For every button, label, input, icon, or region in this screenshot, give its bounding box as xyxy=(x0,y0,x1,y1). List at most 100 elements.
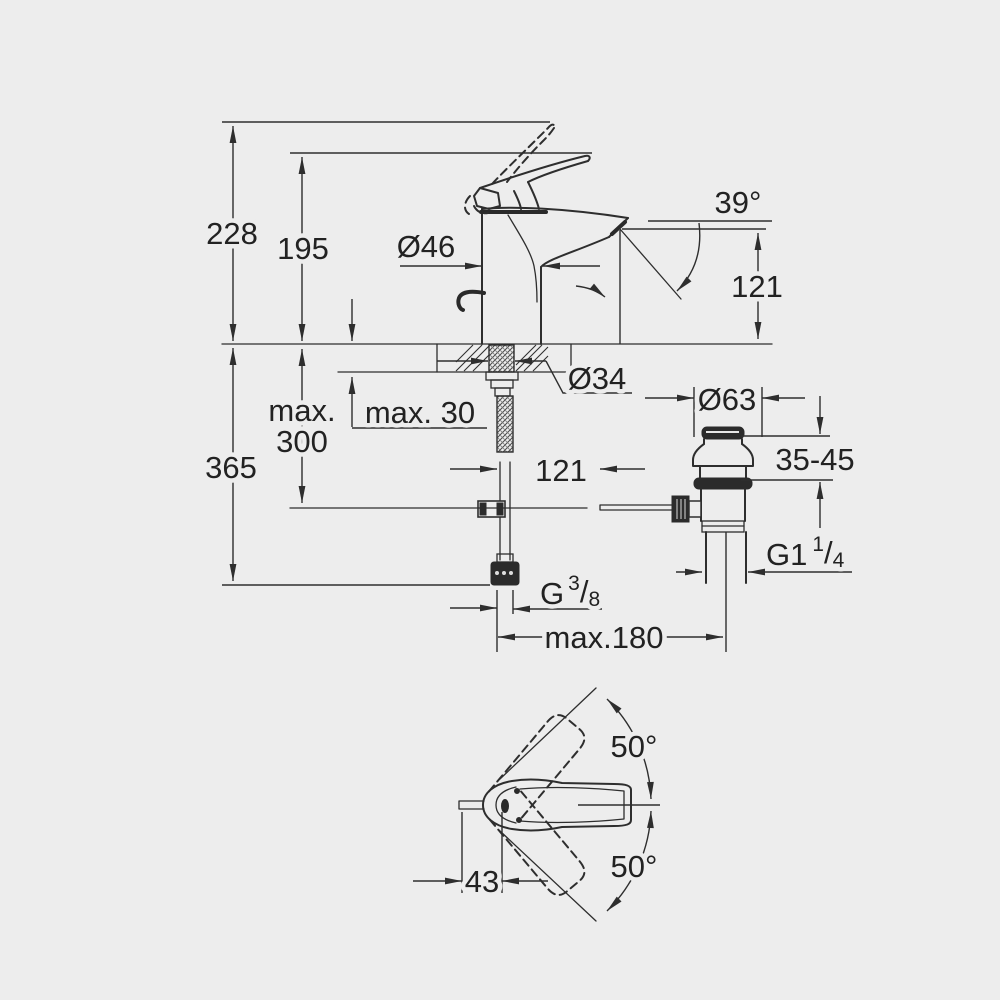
top-view: 50° 50° 43 xyxy=(413,687,662,922)
cap-dot-top xyxy=(514,788,520,794)
spout-inner-contour xyxy=(507,214,538,303)
pivot-pin xyxy=(501,799,509,813)
rod-clamp-screw-right xyxy=(496,502,504,516)
waste-flange xyxy=(692,443,754,467)
dim-43-label: 43 xyxy=(465,864,499,899)
dim-hose-length: 365 xyxy=(201,348,490,586)
dim-hole-diameter: Ø34 xyxy=(437,357,632,401)
mounting-nut xyxy=(490,379,514,389)
handle-cap-arc xyxy=(495,786,517,824)
lever-handle xyxy=(473,154,591,210)
ray-up xyxy=(499,687,597,780)
flange-step xyxy=(699,465,747,479)
dim-clamp-range: 35-45 xyxy=(741,396,859,528)
dim-d46-label: Ø46 xyxy=(397,229,456,264)
drain-assembly xyxy=(671,426,754,652)
ext-lines xyxy=(496,590,514,652)
dim-swivel-up: 50° xyxy=(606,698,662,800)
raised-lever-top xyxy=(491,123,556,185)
ray-down xyxy=(499,830,597,922)
handle-top-view xyxy=(458,778,660,832)
spout-underside xyxy=(540,236,610,268)
dim-365-label: 365 xyxy=(205,450,257,485)
g38-sup: 3 xyxy=(568,572,580,595)
flow-direction-arrow xyxy=(575,283,606,298)
waste-body xyxy=(700,488,746,522)
countertop-section xyxy=(221,343,773,373)
dim-max180-label: max.180 xyxy=(545,620,664,655)
mounting-washer xyxy=(485,371,519,381)
dim-max-rod-length: max. 300 xyxy=(264,349,340,503)
lever-top-edge xyxy=(479,154,591,189)
lever-neck-back xyxy=(513,190,522,210)
mounting-hardware xyxy=(477,344,520,586)
rod-clamp-screw-left xyxy=(479,502,487,516)
lever-bottom-edge xyxy=(527,160,589,183)
lever-handle-raised xyxy=(464,123,556,215)
dim-rod-to-center: 43 xyxy=(413,812,548,904)
raised-lever-bottom xyxy=(506,127,555,183)
arc-down xyxy=(606,810,654,912)
dim-spout-angle: 39° xyxy=(619,181,772,300)
dim-121-rod-label: 121 xyxy=(535,453,587,488)
rod-knob-knurl xyxy=(676,499,686,519)
lever-pivot-body xyxy=(473,187,501,210)
dim-max300-label-line1: max. xyxy=(268,393,335,428)
dim-body-height: 195 xyxy=(273,152,592,341)
lever-neck-front xyxy=(527,181,540,210)
dim-max300-label-line2: 300 xyxy=(276,424,328,459)
aerator xyxy=(610,220,627,236)
mounting-nut-2 xyxy=(494,387,511,397)
flexible-hose-braided xyxy=(496,395,514,453)
counter-hatching xyxy=(455,344,549,372)
dim-121-height-label: 121 xyxy=(731,269,783,304)
dim-waste-flange: Ø63 xyxy=(645,378,805,437)
g114-sub: 4 xyxy=(833,549,845,572)
cap-dot-bottom xyxy=(516,817,522,823)
counter-end-ticks xyxy=(436,343,572,373)
plug-neck xyxy=(703,438,743,445)
handle-down-outline xyxy=(487,790,586,896)
pop-up-rod xyxy=(289,504,675,511)
dim-d34-label: Ø34 xyxy=(568,361,627,396)
dim-max-deck-thickness: max. 30 xyxy=(348,299,487,435)
g114-base: G1 xyxy=(766,537,807,572)
leader-line xyxy=(545,360,632,394)
dim-195-label: 195 xyxy=(277,231,329,266)
angle-ray xyxy=(619,228,682,300)
tailpipe xyxy=(705,531,747,584)
g114-sup: 1 xyxy=(812,533,824,556)
threaded-shank xyxy=(488,344,515,373)
ext-lines xyxy=(693,387,763,437)
arc-up xyxy=(606,698,654,800)
dim-swivel-down: 50° xyxy=(606,810,662,912)
dim-3545-label: 35-45 xyxy=(775,442,854,477)
rod-spigot xyxy=(458,800,485,810)
handle-swivelled-down xyxy=(487,790,586,896)
dim-228-label: 228 xyxy=(206,216,258,251)
angle-arc xyxy=(676,222,701,292)
handle-up-outline xyxy=(487,714,586,820)
dim-overall-height: 228 xyxy=(202,121,550,341)
dim-spout-height: 121 xyxy=(622,228,787,339)
nut-knurl xyxy=(502,571,506,575)
pull-rod-hook xyxy=(456,289,486,312)
dim-d63-label: Ø63 xyxy=(698,382,757,417)
front-view: 228 195 Ø46 39° 121 xyxy=(201,121,859,660)
nut-knurl xyxy=(509,571,513,575)
dim-max30-label: max. 30 xyxy=(365,395,475,430)
raised-lever-base-arc xyxy=(464,195,471,215)
g38-base: G xyxy=(540,576,564,611)
faucet-body xyxy=(456,206,629,345)
raised-lever-base-arc2 xyxy=(473,205,489,215)
dim-39deg-label: 39° xyxy=(715,185,762,220)
dim-rod-offset: 121 xyxy=(450,449,645,493)
rod-knob-joint xyxy=(688,500,702,518)
g38-sub: 8 xyxy=(588,588,600,611)
dim-50down-label: 50° xyxy=(611,849,658,884)
